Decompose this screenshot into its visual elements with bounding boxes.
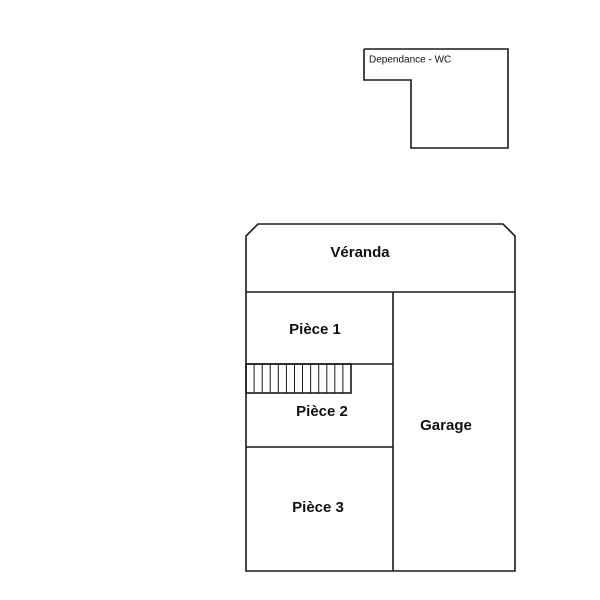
main-building: Véranda Pièce 1 Pièce 2 Pièce 3 Garage xyxy=(245,223,516,572)
room-label-garage: Garage xyxy=(420,417,472,434)
annex-dependance-wc: Dependance - WC xyxy=(363,48,509,149)
annex-label: Dependance - WC xyxy=(369,55,451,66)
room-label-piece-3: Pièce 3 xyxy=(292,499,344,516)
annex-outline xyxy=(363,48,509,149)
staircase-outline xyxy=(245,363,352,394)
room-label-veranda: Véranda xyxy=(330,244,390,261)
room-label-piece-1: Pièce 1 xyxy=(289,321,341,338)
main-outline xyxy=(245,223,516,572)
room-label-piece-2: Pièce 2 xyxy=(296,403,348,420)
staircase xyxy=(245,363,352,394)
staircase-steps xyxy=(253,364,344,393)
